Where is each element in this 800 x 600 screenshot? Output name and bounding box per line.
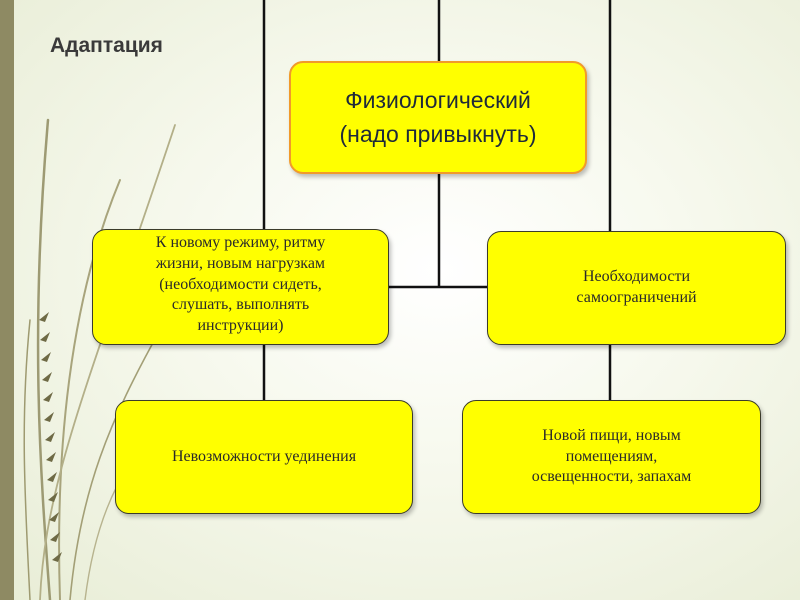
box-new-food-line-2: помещениям, [565,447,658,465]
box-self-restriction-line-2: самоограничений [576,289,697,306]
box-new-food: Новой пищи, новым помещениям, освещеннос… [462,400,761,514]
box-new-regime-line-5: инструкции) [197,317,284,335]
left-decor-band [0,0,14,600]
box-new-regime-line-2: жизни, новым нагрузкам [155,254,326,272]
box-new-regime-line-3: (необходимости сидеть, [159,275,322,293]
main-box-line-1: Физиологический [345,87,531,114]
box-new-food-line-1: Новой пищи, новым [542,426,681,444]
main-box-line-2: (надо привыкнуть) [339,120,537,147]
box-self-restriction: Необходимости самоограничений [487,231,786,345]
main-box-physiological: Физиологический (надо привыкнуть) [289,61,587,174]
box-no-solitude-line-1: Невозможности уединения [171,447,357,465]
box-new-regime-line-1: К новому режиму, ритму [155,234,326,251]
box-new-food-line-3: освещенности, запахам [531,468,692,486]
box-no-solitude: Невозможности уединения [115,400,413,514]
box-new-regime-line-4: слушать, выполнять [171,296,310,314]
box-self-restriction-line-1: Необходимости [583,268,690,286]
page-title: Адаптация [50,34,163,57]
box-new-regime: К новому режиму, ритму жизни, новым нагр… [92,229,389,345]
